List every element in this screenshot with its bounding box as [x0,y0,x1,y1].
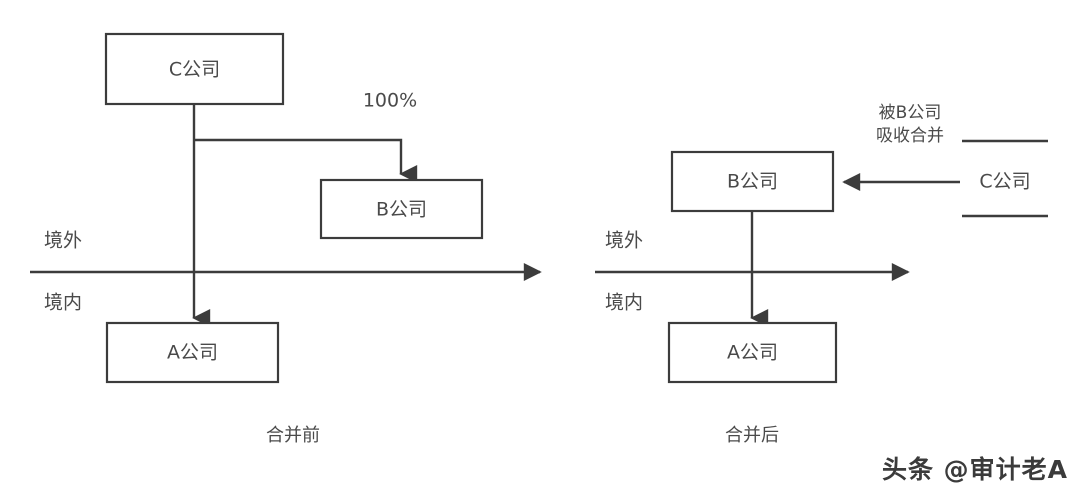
right-absorb-annotation-line1: 被B公司 [879,103,942,123]
left-node-a-company-label: A公司 [167,342,218,364]
left-edge-c-to-b [194,138,418,183]
left-ownership-percent-label: 100% [363,90,417,112]
right-absorb-annotation-line2: 吸收合并 [876,126,944,146]
left-node-c-company-label: C公司 [169,59,220,81]
left-diagram-caption: 合并前 [266,425,320,446]
right-node-a-company-label: A公司 [727,342,778,364]
left-node-b-company-label: B公司 [376,199,427,221]
left-region-label-onshore: 境内 [44,292,82,314]
left-region-label-offshore: 境外 [44,230,82,252]
right-node-c-company-label[interactable]: C公司 [979,171,1030,193]
left-node-c-company[interactable] [104,32,285,106]
watermark: 头条 @审计老A [881,455,1068,484]
right-region-label-onshore: 境内 [605,292,643,314]
left-node-b-company[interactable] [319,178,484,240]
left-node-a-company[interactable] [105,321,280,384]
right-region-label-offshore: 境外 [605,230,643,252]
right-node-b-company[interactable] [670,150,835,213]
right-node-a-company[interactable] [667,321,838,384]
right-diagram-caption: 合并后 [725,425,779,446]
right-node-b-company-label: B公司 [727,171,778,193]
